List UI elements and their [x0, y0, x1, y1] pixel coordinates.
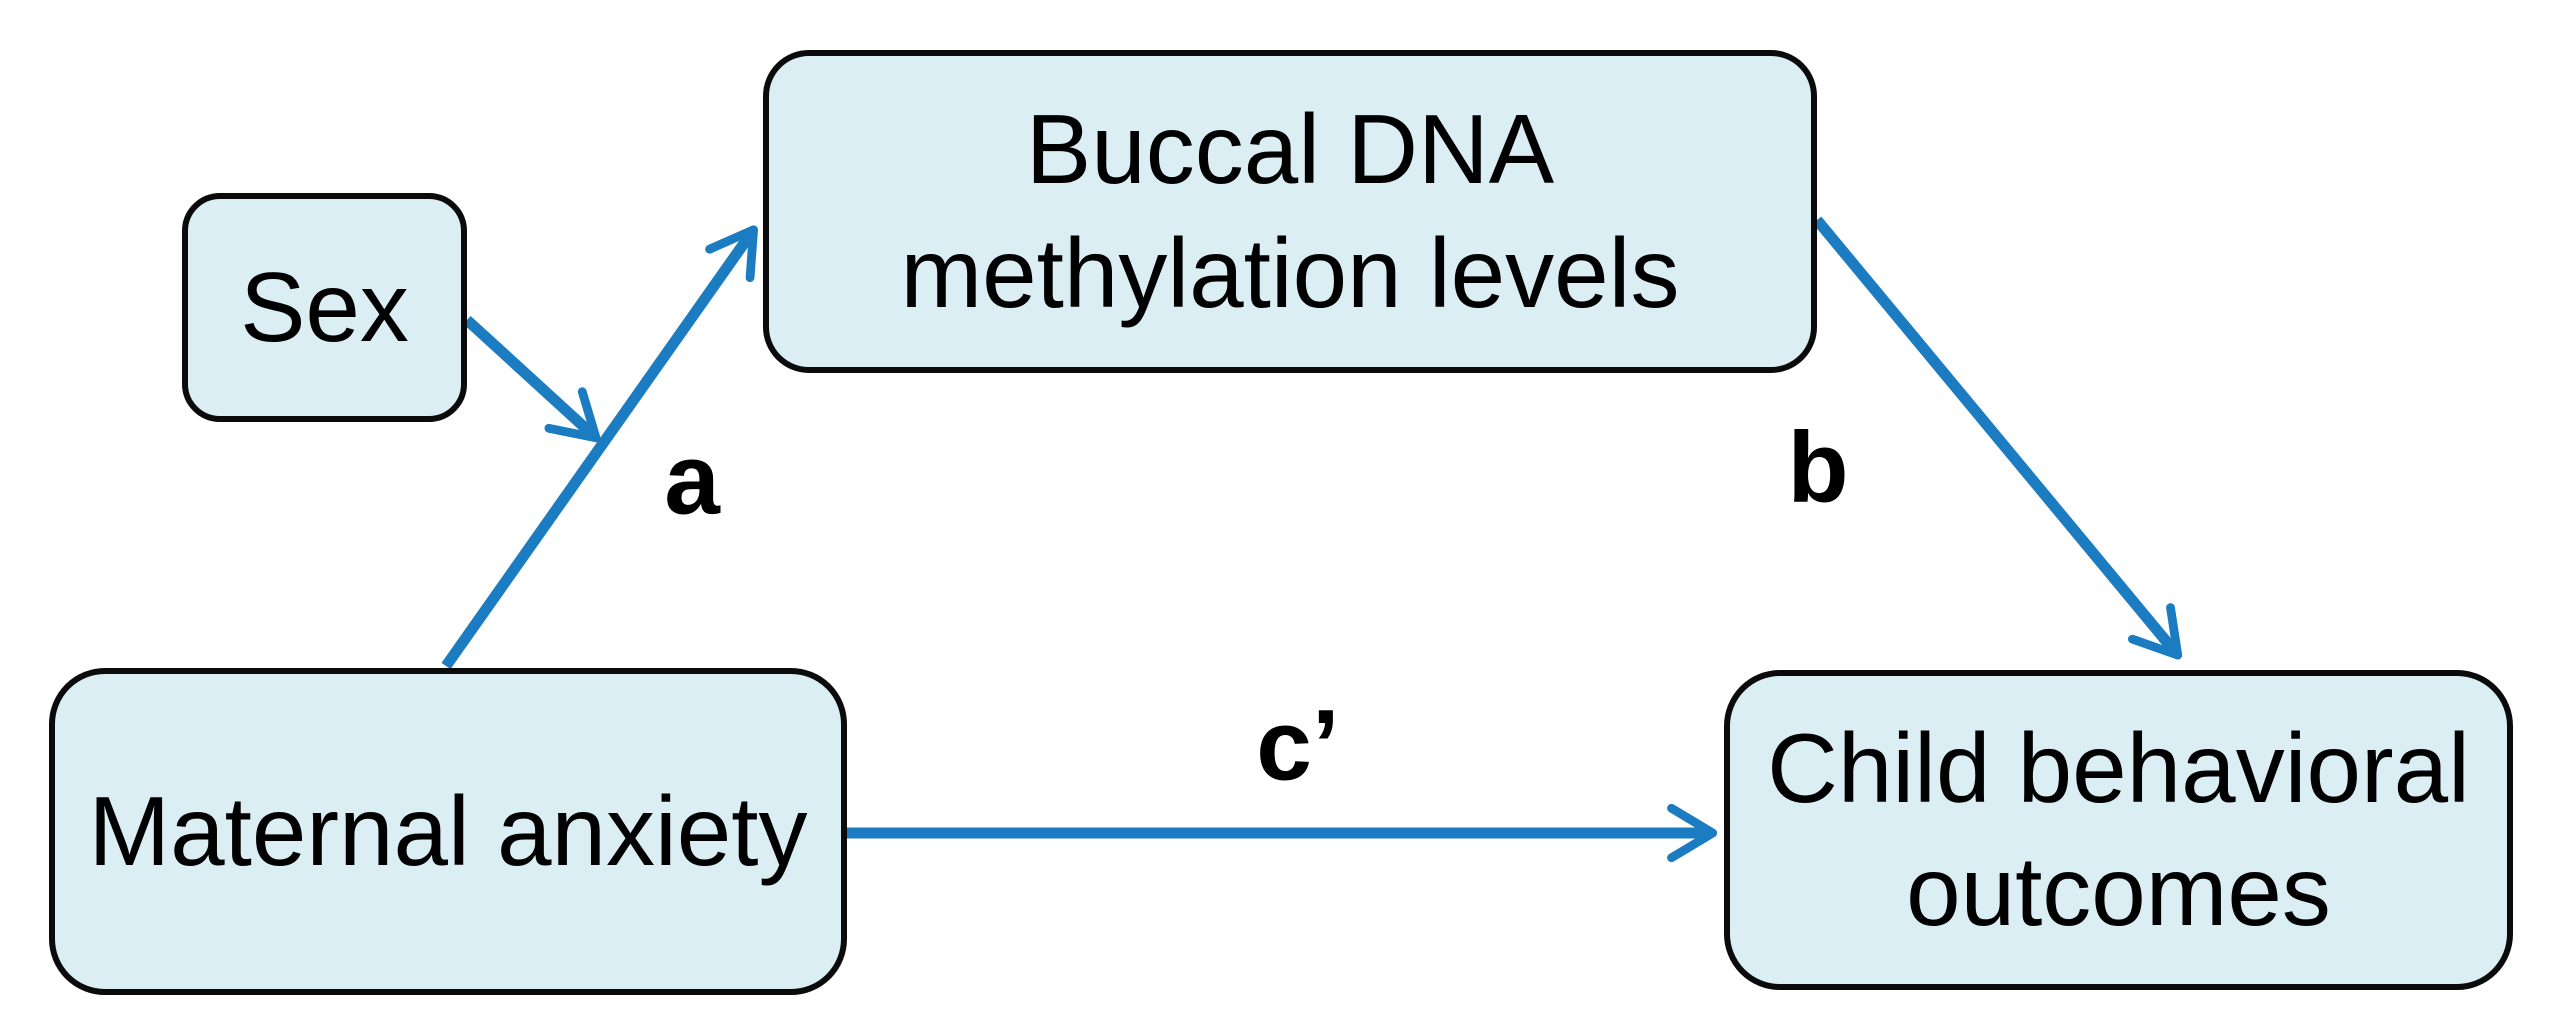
path-b-arrow-icon [1812, 216, 2183, 660]
node-outcome-label-line1: Child behavioral [1767, 712, 2470, 823]
sex-to-path-a-arrow-icon [463, 315, 601, 443]
path-c-prime-label: c’ [1256, 689, 1340, 802]
node-sex-label: Sex [240, 251, 409, 362]
node-predictor: Maternal anxiety [49, 668, 847, 995]
path-a-label: a [664, 423, 720, 536]
node-outcome-label-line2: outcomes [1906, 836, 2331, 946]
path-a-arrow-icon [441, 225, 758, 670]
node-outcome: Child behavioral outcomes [1724, 670, 2513, 990]
path-b-label: b [1787, 411, 1849, 524]
node-mediator-label-line2: methylation levels [900, 217, 1680, 328]
node-sex: Sex [182, 193, 467, 422]
node-mediator-label-line1: Buccal DNA [1025, 94, 1555, 205]
node-predictor-label: Maternal anxiety [88, 775, 808, 886]
node-mediator: Buccal DNA methylation levels [763, 50, 1817, 373]
